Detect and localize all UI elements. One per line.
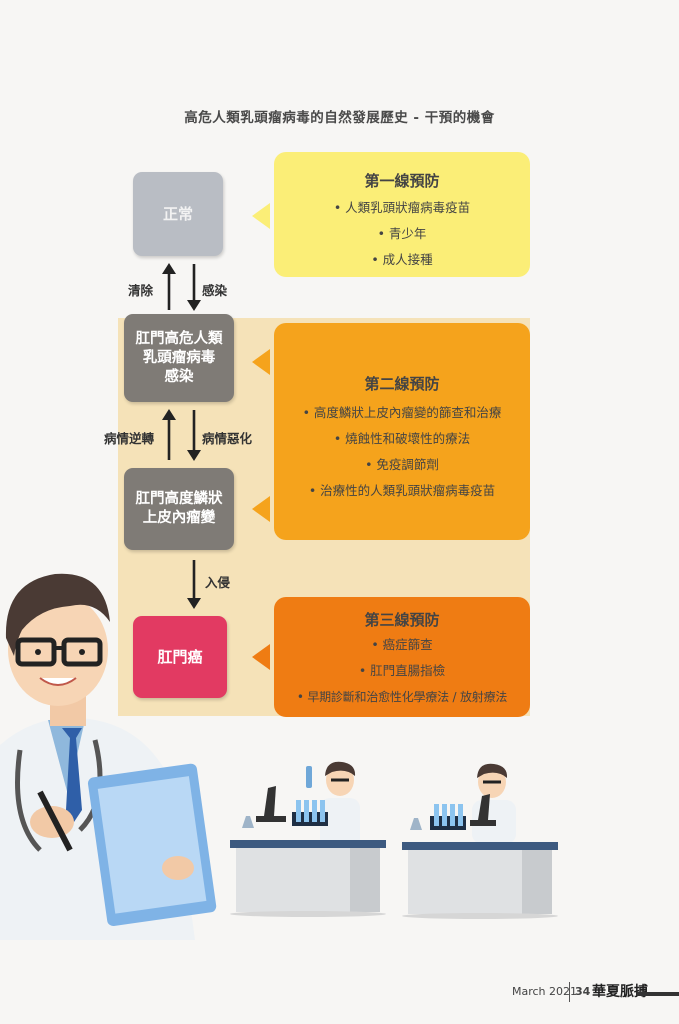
label-progress: 病情惡化	[202, 431, 253, 446]
arrow-up-regress-icon	[162, 409, 176, 460]
pointer-third-icon	[252, 644, 270, 670]
footer-page-number: 34	[575, 985, 591, 998]
list-item: 人類乳頭狀瘤病毒疫苗	[274, 195, 530, 221]
list-item: 治療性的人類乳頭狀瘤病毒疫苗	[274, 478, 530, 504]
arrow-down-infect-icon	[187, 264, 201, 311]
stage-hsil: 肛門高度鱗狀 上皮內瘤變	[124, 468, 234, 550]
label-invade: 入侵	[205, 575, 231, 590]
pointer-first-icon	[252, 203, 270, 229]
list-item: 青少年	[274, 221, 530, 247]
list-item: 肛門直腸指檢	[274, 658, 530, 684]
second-prevention-list: 高度鱗狀上皮內瘤變的篩查和治療 燒蝕性和破壞性的療法 免疫調節劑 治療性的人類乳…	[274, 400, 530, 504]
list-item: 癌症篩查	[274, 632, 530, 658]
footer-bar	[637, 992, 679, 996]
stage-normal: 正常	[133, 172, 223, 256]
arrow-down-progress-icon	[187, 410, 201, 461]
footer-divider	[569, 982, 570, 1002]
pointer-second-a-icon	[252, 349, 270, 375]
stage-normal-label: 正常	[162, 204, 193, 223]
stage-hsil-label: 肛門高度鱗狀 上皮內瘤變	[135, 491, 223, 526]
list-item: 免疫調節劑	[274, 452, 530, 478]
stage-hpv-infection: 肛門高危人類 乳頭瘤病毒 感染	[124, 314, 234, 402]
stage-anal-cancer-label: 肛門癌	[157, 647, 203, 666]
first-prevention-title: 第一線預防	[364, 172, 440, 190]
doctor-illustration-icon	[0, 573, 217, 940]
lab-scientist-right-icon	[402, 763, 558, 919]
stage-anal-cancer: 肛門癌	[133, 616, 227, 698]
pointer-second-b-icon	[252, 496, 270, 522]
arrow-down-invade-icon	[187, 560, 201, 609]
list-item: 成人接種	[274, 247, 530, 273]
list-item: 高度鱗狀上皮內瘤變的篩查和治療	[274, 400, 530, 426]
lab-scientist-left-icon	[230, 761, 386, 917]
stage-hpv-infection-label: 肛門高危人類 乳頭瘤病毒 感染	[135, 330, 223, 385]
first-prevention-list: 人類乳頭狀瘤病毒疫苗 青少年 成人接種	[274, 195, 530, 273]
label-regress: 病情逆轉	[104, 431, 155, 446]
footer-date: March 2021	[512, 985, 578, 998]
third-prevention-title: 第三線預防	[364, 611, 440, 629]
second-prevention-title: 第二線預防	[364, 375, 440, 393]
footer-brand-logo: 華夏脈搏	[592, 984, 648, 1000]
card-second-prevention: 第二線預防 高度鱗狀上皮內瘤變的篩查和治療 燒蝕性和破壞性的療法 免疫調節劑 治…	[274, 323, 530, 540]
arrow-up-clear-icon	[162, 263, 176, 310]
list-item: 燒蝕性和破壞性的療法	[274, 426, 530, 452]
third-prevention-list: 癌症篩查 肛門直腸指檢 早期診斷和治愈性化學療法 / 放射療法	[274, 632, 530, 710]
card-first-prevention: 第一線預防 人類乳頭狀瘤病毒疫苗 青少年 成人接種	[274, 152, 530, 277]
diagram-title: 高危人類乳頭瘤病毒的自然發展歷史 - 干預的機會	[184, 110, 495, 126]
card-third-prevention: 第三線預防 癌症篩查 肛門直腸指檢 早期診斷和治愈性化學療法 / 放射療法	[274, 597, 530, 717]
list-item: 早期診斷和治愈性化學療法 / 放射療法	[274, 684, 530, 710]
label-clear: 清除	[128, 283, 154, 298]
label-infect: 感染	[202, 283, 228, 298]
